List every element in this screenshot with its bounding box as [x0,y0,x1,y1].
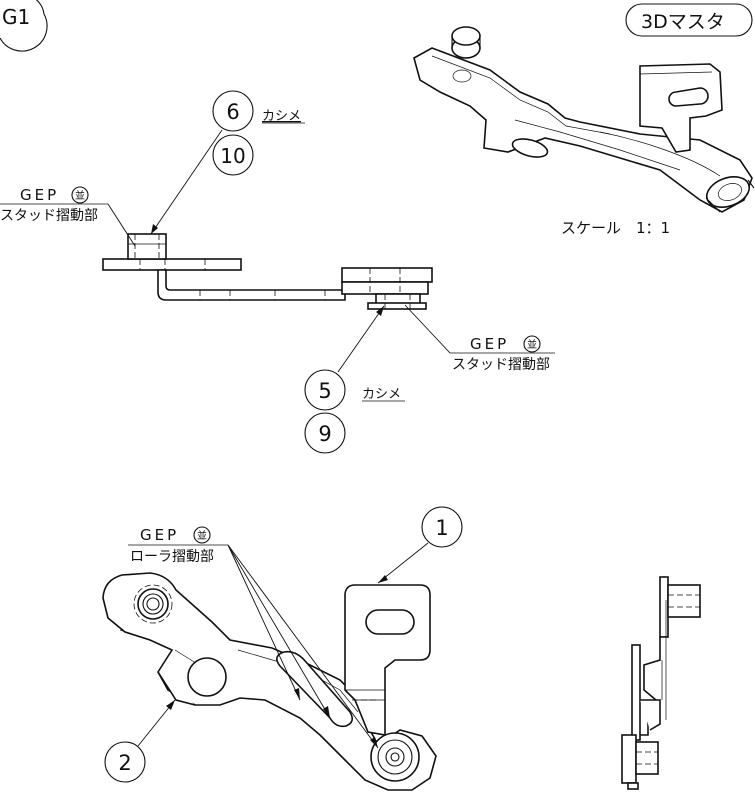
gep-note-top: GEP 並 スタッド摺動部 [0,186,136,247]
balloon-2-label: 2 [118,751,131,775]
kashime-top-label: カシメ [262,109,301,124]
balloon-6: 6 [212,90,254,132]
gep-mid-code: GEP [470,335,509,353]
gep-bottom-note: ローラ摺動部 [130,549,214,565]
gep-bottom-leader-c [227,544,379,749]
balloon-5-arrow [376,306,384,316]
master-badge: 3Dマスタ [625,3,753,37]
balloon-6-arrow [151,224,158,234]
gep-mid-note: スタッド摺動部 [452,357,550,373]
gep-bottom-leader-a [227,544,301,701]
balloon-1-leader [377,542,429,584]
sheet-id-badge: G1 [0,0,48,52]
gep-top-code: GEP [20,186,59,204]
balloon-10: 10 [212,134,254,176]
gep-mid-mark: 並 [527,338,537,351]
balloon-5: 5 [304,369,346,411]
gep-bottom-code: GEP [140,526,179,544]
gep-top-note: スタッド摺動部 [0,208,98,224]
balloon-5-leader [337,305,385,373]
balloon-6-leader [150,129,223,235]
isometric-view [413,26,755,213]
gep-mid-leader [404,304,451,354]
gep-bottom-mark: 並 [197,529,207,542]
balloon-2: 2 [104,741,146,783]
gep-bottom-leader-b [227,544,331,719]
kashime-bottom-label: カシメ [362,387,401,402]
gep-note-bottom: GEP 並 ローラ摺動部 [128,526,379,749]
sheet-id-label: G1 [2,5,30,29]
balloon-5-label: 5 [318,379,331,403]
side-view [102,233,433,310]
gep-top-mark: 並 [75,189,85,202]
plan-view [102,572,437,791]
balloon-1-arrow [378,575,388,583]
balloon-1-label: 1 [435,516,448,540]
balloon-2-arrow [166,700,175,710]
scale-label: スケール 1：1 [561,219,670,237]
end-view [621,576,701,790]
balloon-10-label: 10 [220,144,245,168]
master-badge-label: 3Dマスタ [641,11,725,33]
balloon-1: 1 [421,506,463,548]
balloon-9-label: 9 [318,422,331,446]
gep-top-leader [107,203,136,247]
gep-note-mid: GEP 並 スタッド摺動部 [404,304,555,373]
balloon-9: 9 [304,412,346,454]
balloon-6-label: 6 [226,100,239,124]
